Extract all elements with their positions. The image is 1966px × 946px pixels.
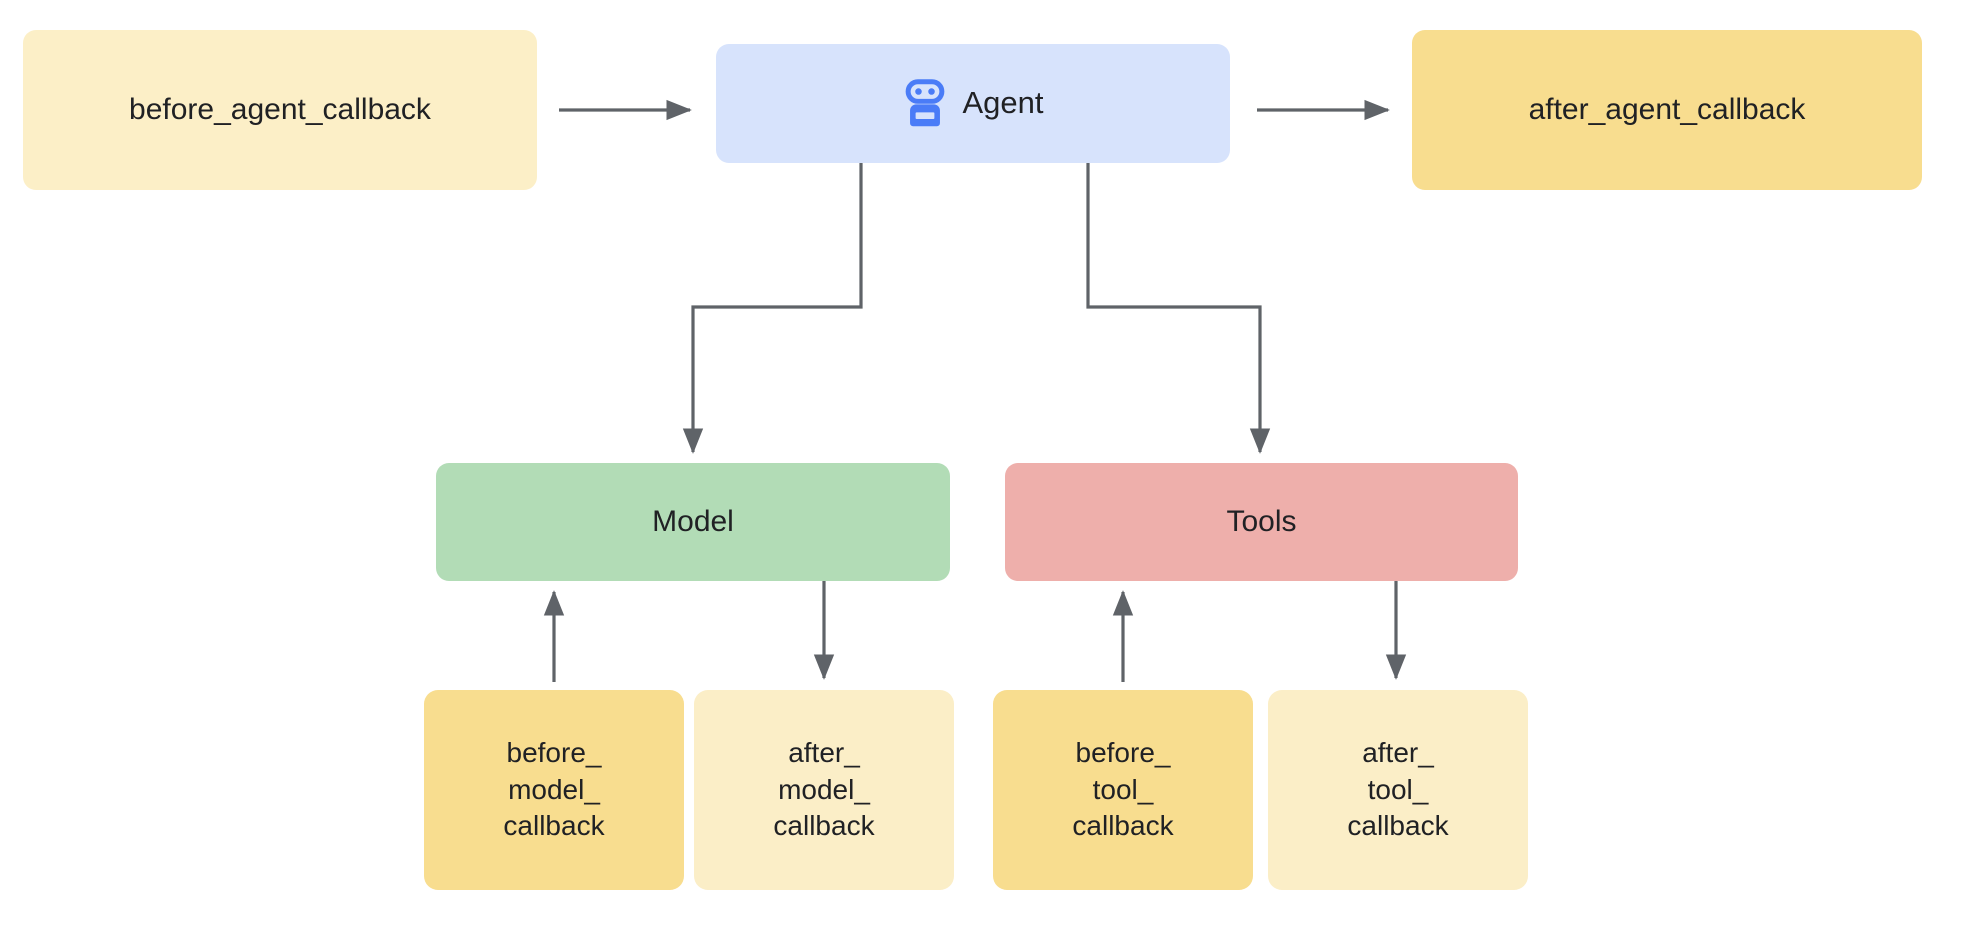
node-tools-label: Tools	[1226, 505, 1297, 539]
node-after-tool-callback[interactable]: after_ tool_ callback	[1268, 690, 1528, 890]
node-after-model-callback[interactable]: after_ model_ callback	[694, 690, 954, 890]
node-after-agent-callback-label: after_agent_callback	[1528, 93, 1806, 127]
node-after-agent-callback[interactable]: after_agent_callback	[1412, 30, 1922, 190]
robot-icon	[902, 37, 948, 171]
node-before-tool-callback[interactable]: before_ tool_ callback	[993, 690, 1253, 890]
node-before-agent-callback-label: before_agent_callback	[129, 93, 431, 127]
node-before-model-callback[interactable]: before_ model_ callback	[424, 690, 684, 890]
node-before-model-callback-label: before_ model_ callback	[503, 736, 605, 842]
node-tools[interactable]: Tools	[1005, 463, 1518, 581]
node-agent[interactable]: Agent	[716, 44, 1230, 163]
node-before-agent-callback[interactable]: before_agent_callback	[23, 30, 537, 190]
node-before-tool-callback-label: before_ tool_ callback	[1072, 736, 1174, 842]
node-after-model-callback-label: after_ model_ callback	[773, 736, 875, 842]
node-model[interactable]: Model	[436, 463, 950, 581]
node-agent-label: Agent	[962, 85, 1044, 121]
node-model-label: Model	[652, 505, 734, 539]
node-after-tool-callback-label: after_ tool_ callback	[1347, 736, 1449, 842]
edge-agent-to-tools	[1086, 163, 1271, 454]
edge-agent-to-model	[682, 163, 863, 454]
